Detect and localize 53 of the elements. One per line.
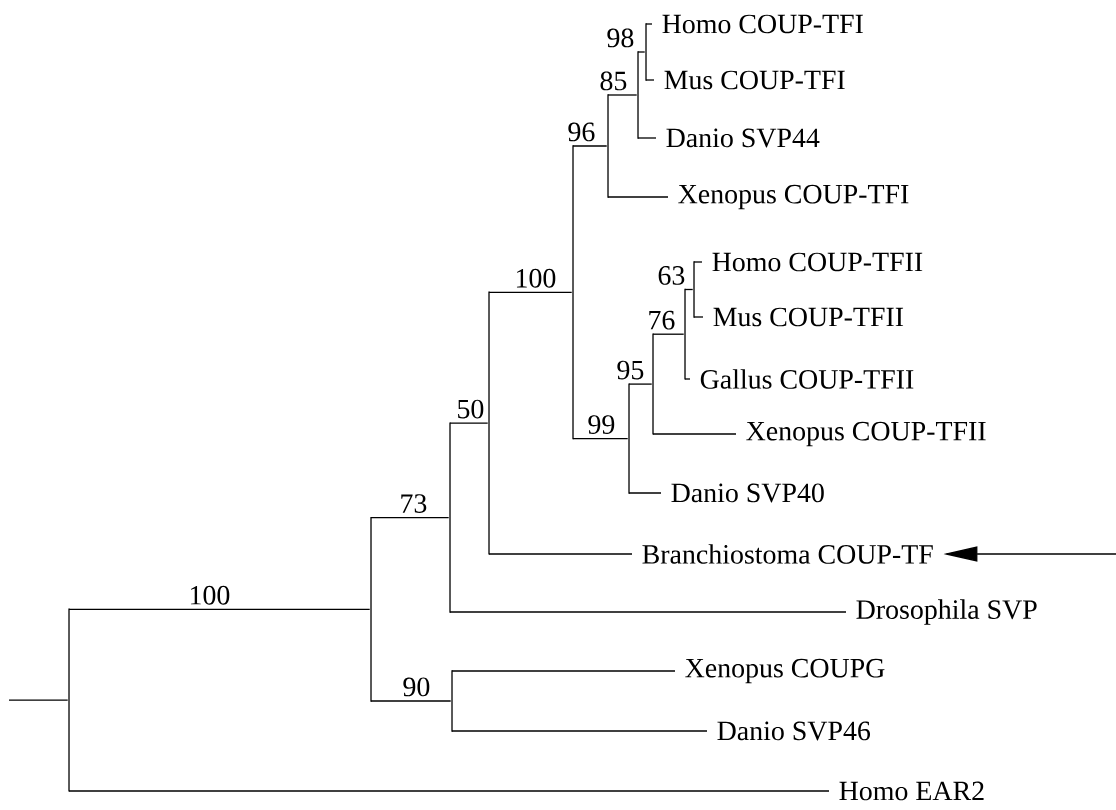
- branch-line: [370, 516, 450, 519]
- taxon-label: Homo COUP-TFII: [712, 252, 923, 272]
- bootstrap-value: 63: [658, 266, 685, 285]
- taxon-label: Homo COUP-TFI: [662, 14, 863, 34]
- bootstrap-value: 95: [617, 360, 644, 380]
- taxon-label: Xenopus COUP-TFI: [678, 184, 909, 210]
- branch-line: [370, 700, 452, 702]
- taxon-label: Homo EAR2: [839, 781, 984, 801]
- root-line: [8, 699, 69, 701]
- branch-line: [68, 790, 830, 792]
- taxon-label: Xenopus COUP-TFII: [746, 421, 986, 447]
- branch-line: [449, 422, 489, 424]
- bootstrap-value: 73: [401, 494, 427, 513]
- bootstrap-value: 90: [403, 677, 430, 697]
- taxon-label: Danio SVP44: [666, 128, 820, 148]
- bootstrap-value: 76: [649, 310, 675, 330]
- branch-line: [488, 553, 633, 555]
- taxon-label: Gallus COUP-TFII: [700, 369, 914, 389]
- branch-line: [607, 196, 669, 198]
- taxon-label: Drosophila SVP: [856, 599, 1037, 625]
- taxon-label: Danio SVP40: [671, 483, 824, 503]
- branch-line: [451, 730, 708, 732]
- branch-line: [645, 79, 655, 81]
- branch-line: [652, 433, 737, 435]
- branch-line: [572, 437, 629, 440]
- taxon-label: Branchiostoma COUP-TF: [642, 544, 933, 564]
- bootstrap-value: 100: [516, 268, 556, 288]
- taxon-label: Mus COUP-TFI: [664, 70, 845, 90]
- branch-line: [628, 492, 662, 494]
- taxon-label: Xenopus COUPG: [685, 658, 885, 684]
- branch-line: [68, 608, 371, 610]
- branch-line: [652, 333, 685, 335]
- branch-line: [637, 137, 657, 139]
- branch-line: [628, 383, 653, 385]
- bootstrap-value: 99: [588, 415, 615, 434]
- branch-line: [488, 291, 573, 293]
- branch-line: [684, 288, 694, 291]
- branch-line: [637, 51, 646, 53]
- bootstrap-value: 100: [190, 585, 230, 605]
- bootstrap-value: 50: [458, 399, 484, 419]
- bootstrap-value: 85: [600, 71, 627, 91]
- branch-line: [693, 316, 704, 318]
- branch-line: [451, 670, 676, 672]
- branch-line: [572, 145, 608, 147]
- taxon-label: Danio SVP46: [717, 721, 870, 741]
- taxon-label: Mus COUP-TFII: [713, 307, 904, 327]
- branch-line: [693, 261, 703, 263]
- bootstrap-value: 98: [607, 28, 634, 48]
- branch-line: [607, 94, 638, 96]
- bootstrap-value: 96: [568, 122, 595, 142]
- branch-line: [449, 611, 847, 613]
- branch-line: [645, 23, 653, 25]
- branch-line: [684, 378, 691, 380]
